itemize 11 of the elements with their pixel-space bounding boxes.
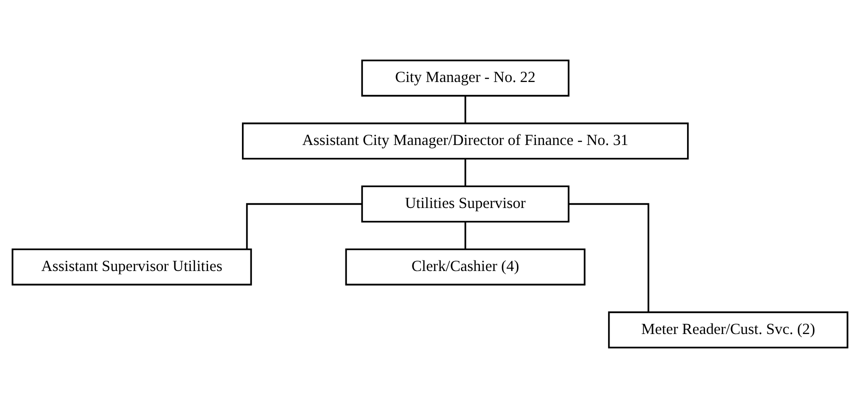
node-box: Assistant Supervisor Utilities [12,248,252,285]
node-box: Assistant City Manager/Director of Finance - No. 31 [242,122,689,160]
connector [246,202,362,249]
connector [464,158,466,186]
node-box: Clerk/Cashier (4) [345,248,586,285]
connector [568,202,650,312]
connector [464,221,466,249]
node-box: City Manager - No. 22 [361,59,570,96]
node-box: Utilities Supervisor [361,185,570,222]
node-box: Meter Reader/Cust. Svc. (2) [608,310,848,348]
connector [464,95,466,123]
